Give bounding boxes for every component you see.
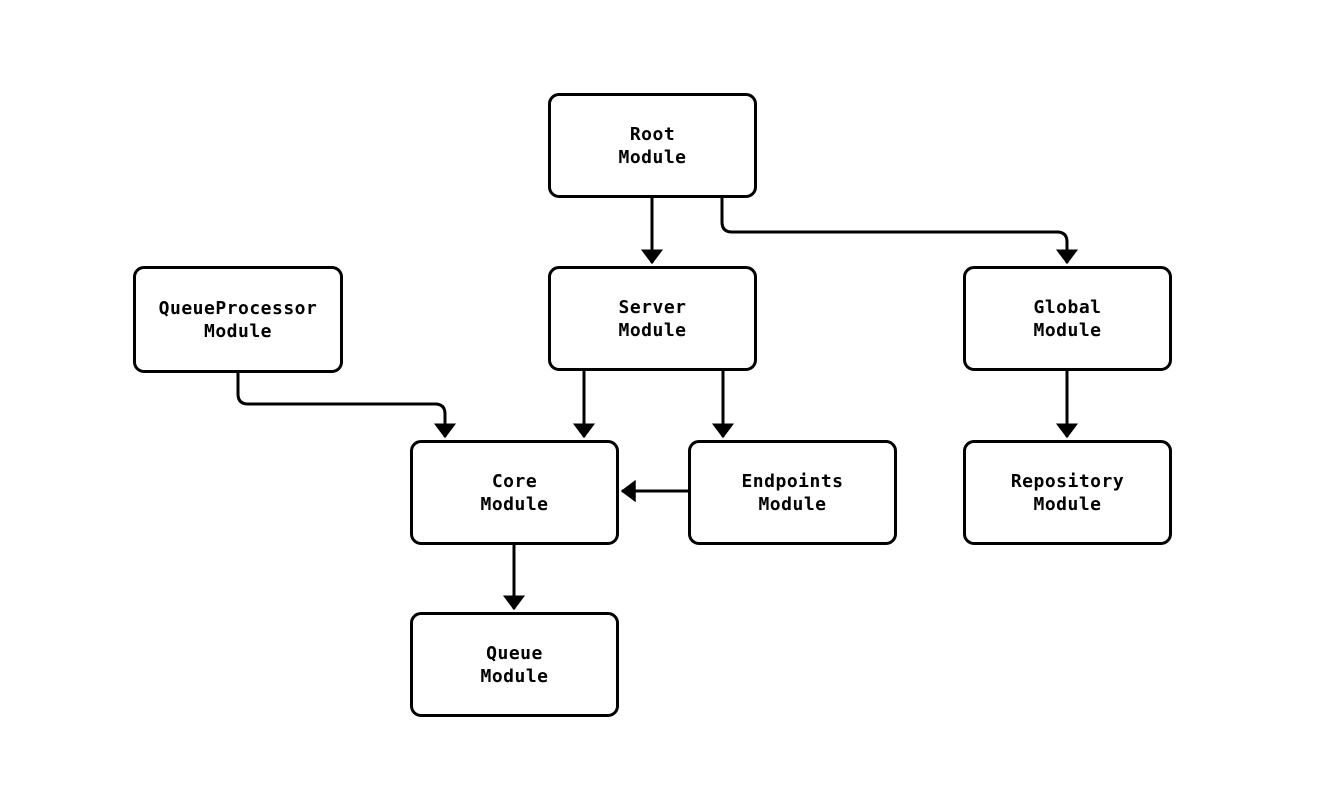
node-endpoints-module: Endpoints Module — [688, 440, 897, 545]
node-server-module: Server Module — [548, 266, 757, 371]
node-label-queue: Queue Module — [480, 642, 549, 687]
node-queueprocessor-module: QueueProcessor Module — [133, 266, 343, 373]
node-label-queueprocessor: QueueProcessor Module — [158, 297, 318, 342]
edge-queueprocessor-to-core — [236, 373, 457, 439]
node-global-module: Global Module — [963, 266, 1172, 371]
node-label-endpoints: Endpoints Module — [741, 470, 844, 515]
node-label-server: Server Module — [618, 296, 687, 341]
node-label-repository: Repository Module — [1010, 470, 1125, 515]
node-core-module: Core Module — [410, 440, 619, 545]
node-label-core: Core Module — [480, 470, 549, 515]
node-queue-module: Queue Module — [410, 612, 619, 717]
node-repository-module: Repository Module — [963, 440, 1172, 545]
node-label-root: Root Module — [618, 123, 687, 168]
node-root-module: Root Module — [548, 93, 757, 198]
node-label-global: Global Module — [1033, 296, 1102, 341]
edge-root-to-global — [720, 198, 1079, 265]
